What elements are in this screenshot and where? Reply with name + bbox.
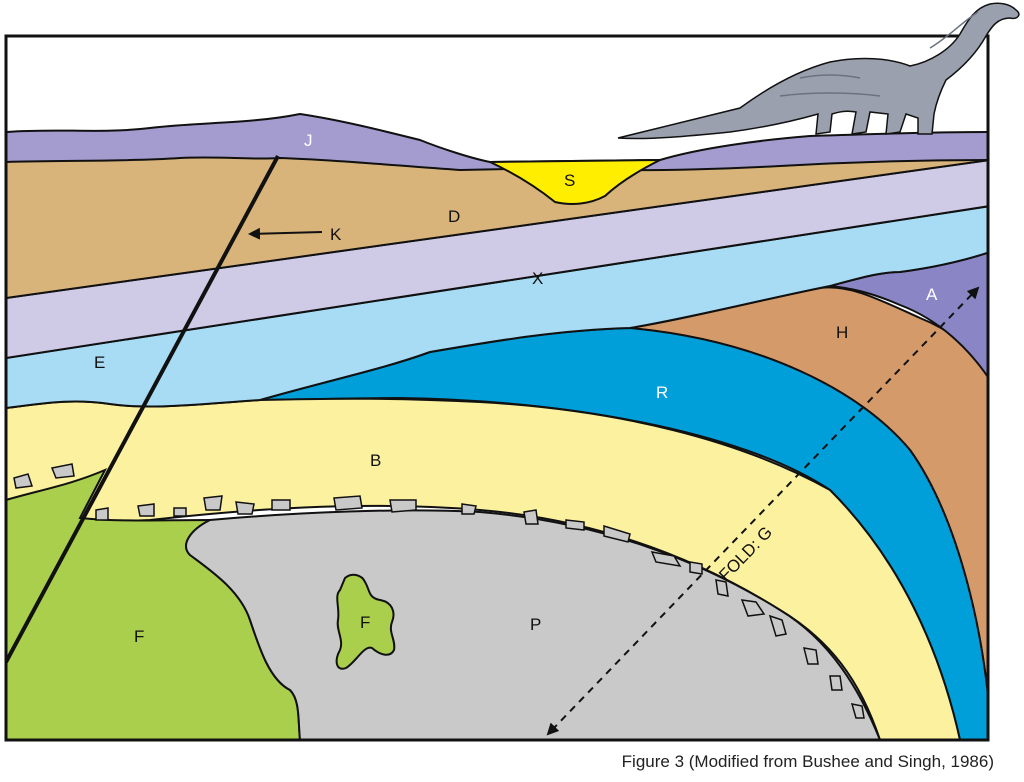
- label-h: H: [836, 323, 848, 342]
- k-arrow: [248, 227, 323, 240]
- layer-s: [489, 159, 661, 205]
- layer-p: [185, 509, 882, 740]
- layer-f-inner: [335, 573, 396, 670]
- label-d: D: [448, 207, 460, 226]
- label-p: P: [530, 615, 541, 634]
- label-f-left: F: [134, 627, 144, 646]
- diagram-frame: [4, 34, 990, 742]
- dinosaur-stripes: [779, 11, 979, 97]
- fault-k-line: [6, 155, 280, 663]
- layer-e: [6, 205, 988, 410]
- label-x: X: [532, 269, 543, 288]
- label-j: J: [304, 131, 313, 150]
- dinosaur-illustration: [617, 2, 1020, 140]
- fold-axis-line: [551, 286, 980, 731]
- layer-j: [6, 112, 988, 172]
- label-s: S: [564, 171, 575, 190]
- label-k: K: [330, 225, 342, 244]
- figure-caption: Figure 3 (Modified from Bushee and Singh…: [621, 752, 994, 771]
- label-a: A: [926, 285, 938, 304]
- label-e: E: [94, 353, 105, 372]
- label-b: B: [370, 451, 381, 470]
- label-r: R: [656, 383, 668, 402]
- clast-group: [13, 463, 865, 719]
- label-f-inner: F: [360, 613, 370, 632]
- dinosaur-body: [617, 2, 1020, 140]
